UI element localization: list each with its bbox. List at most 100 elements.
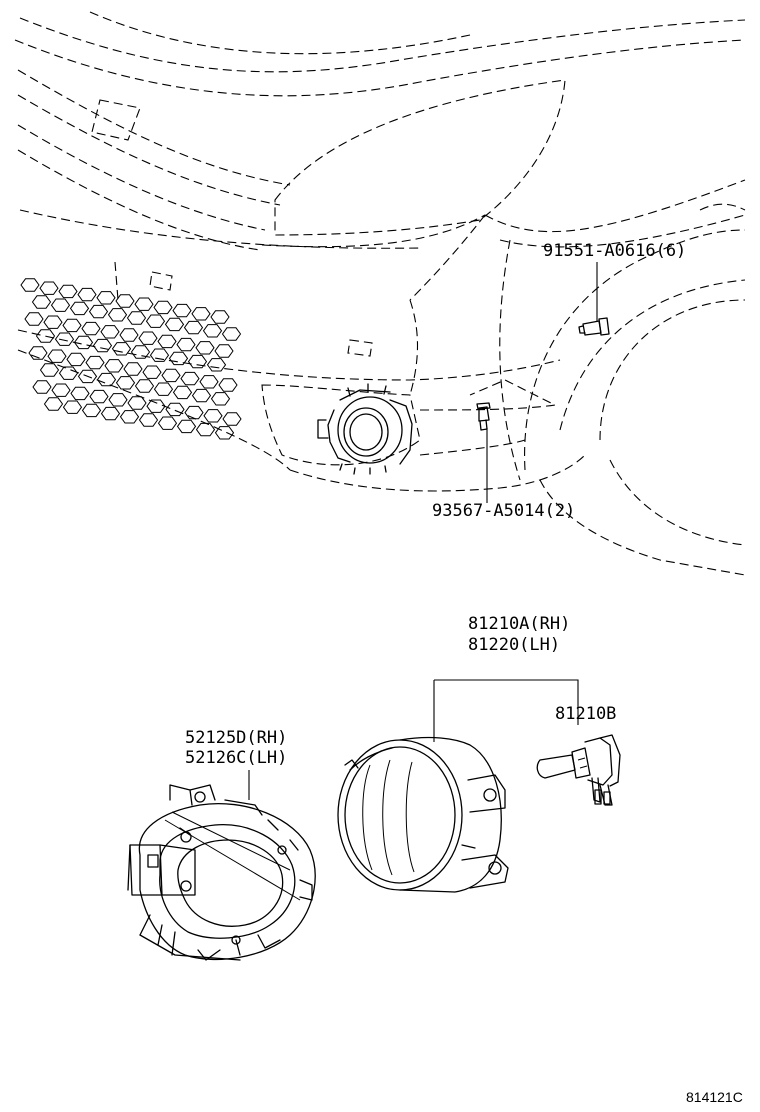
grille-cell (202, 324, 223, 338)
grille-cell (146, 399, 166, 413)
honeycomb-grille (20, 278, 242, 440)
grille-cell (145, 314, 166, 328)
grille-cell (70, 386, 90, 401)
grille-cell (43, 397, 64, 411)
grille-cell (89, 389, 109, 404)
grille-cell (176, 419, 197, 434)
grille-cell (50, 298, 71, 312)
grille-cell (81, 403, 102, 418)
grille-cell (73, 335, 94, 350)
grille-cell (123, 362, 143, 376)
grille-cell (168, 351, 189, 366)
grille-cell (126, 311, 147, 325)
grille-cell (164, 317, 185, 332)
fog-lamp-bulb (536, 734, 621, 806)
grille-cell (100, 325, 120, 339)
grille-cell (130, 345, 151, 359)
installed-fog-lamp (317, 383, 413, 475)
grille-cell (142, 365, 162, 379)
grille-cell (210, 310, 230, 324)
grille-cell (127, 396, 147, 410)
grille-cell (138, 331, 158, 345)
grille-cell (35, 329, 56, 343)
grille-cell (69, 301, 90, 316)
grille-cell (134, 297, 154, 311)
label-lamp-lh: 81220(LH) (468, 635, 560, 655)
grille-cell (88, 304, 109, 319)
grille-cell (161, 368, 181, 383)
grille-cell (214, 344, 234, 358)
drawing-reference-number: 814121C (686, 1089, 743, 1105)
grille-cell (157, 334, 177, 349)
grille-cell (119, 410, 140, 424)
grille-cell (85, 355, 105, 370)
grille-cell (183, 320, 204, 335)
grille-cell (218, 378, 238, 392)
grille-cell (43, 315, 63, 329)
grille-cell (24, 312, 44, 326)
grille-cell (172, 385, 193, 400)
grille-cell (62, 400, 83, 414)
grille-cell (104, 359, 124, 373)
grille-cell (210, 392, 231, 406)
grille-cell (157, 416, 178, 430)
label-bracket-lh: 52126C(LH) (185, 748, 287, 768)
leader-lines (248, 262, 598, 800)
fog-lamp-assembly (337, 736, 509, 893)
grille-cell (108, 393, 128, 407)
grille-cell (39, 281, 59, 295)
grille-cell (54, 332, 75, 346)
bolt-upper (578, 317, 610, 336)
grille-cell (187, 354, 208, 369)
grille-cell (51, 383, 71, 397)
grille-cell (221, 327, 242, 341)
grille-cell (20, 278, 40, 292)
grille-cell (134, 379, 155, 393)
grille-cell (100, 406, 121, 421)
grille-cell (180, 371, 200, 386)
grille-cell (62, 318, 82, 333)
grille-cell (191, 307, 211, 321)
fog-lamp-bracket (127, 784, 316, 961)
grille-cell (77, 369, 98, 384)
vehicle-body-outline (14, 11, 746, 576)
grille-cell (47, 349, 67, 363)
grille-cell (195, 341, 215, 355)
grille-cell (92, 338, 113, 353)
grille-cell (214, 426, 235, 440)
grille-cell (28, 346, 48, 360)
grille-cell (153, 382, 174, 396)
grille-cell (66, 352, 86, 367)
label-lamp-rh: 81210A(RH) (468, 614, 570, 634)
grille-cell (77, 287, 97, 302)
grille-cell (191, 388, 212, 403)
grille-cell (184, 405, 204, 420)
grille-cell (138, 413, 159, 427)
grille-cell (58, 366, 79, 380)
grille-cell (165, 402, 185, 417)
grille-cell (119, 328, 139, 342)
grille-cell (195, 422, 216, 437)
label-bolt-upper: 91551-A0616(6) (543, 241, 686, 261)
grille-cell (115, 294, 135, 308)
label-bolt-lower: 93567-A5014(2) (432, 501, 575, 521)
grille-cell (206, 358, 227, 372)
grille-cell (176, 337, 196, 352)
grille-cell (58, 284, 78, 299)
grille-cell (96, 291, 116, 305)
label-bracket-rh: 52125D(RH) (185, 728, 287, 748)
grille-cell (111, 342, 132, 356)
grille-cell (107, 308, 128, 322)
grille-cell (149, 348, 170, 362)
grille-cell (39, 363, 60, 377)
grille-cell (153, 300, 173, 315)
grille-cell (31, 295, 52, 309)
grille-cell (96, 372, 117, 387)
grille-cell (172, 303, 192, 318)
grille-cell (199, 375, 219, 389)
grille-cell (203, 409, 223, 423)
grille-cell (115, 376, 136, 390)
grille-cell (32, 380, 52, 394)
grille-cell (222, 412, 242, 426)
